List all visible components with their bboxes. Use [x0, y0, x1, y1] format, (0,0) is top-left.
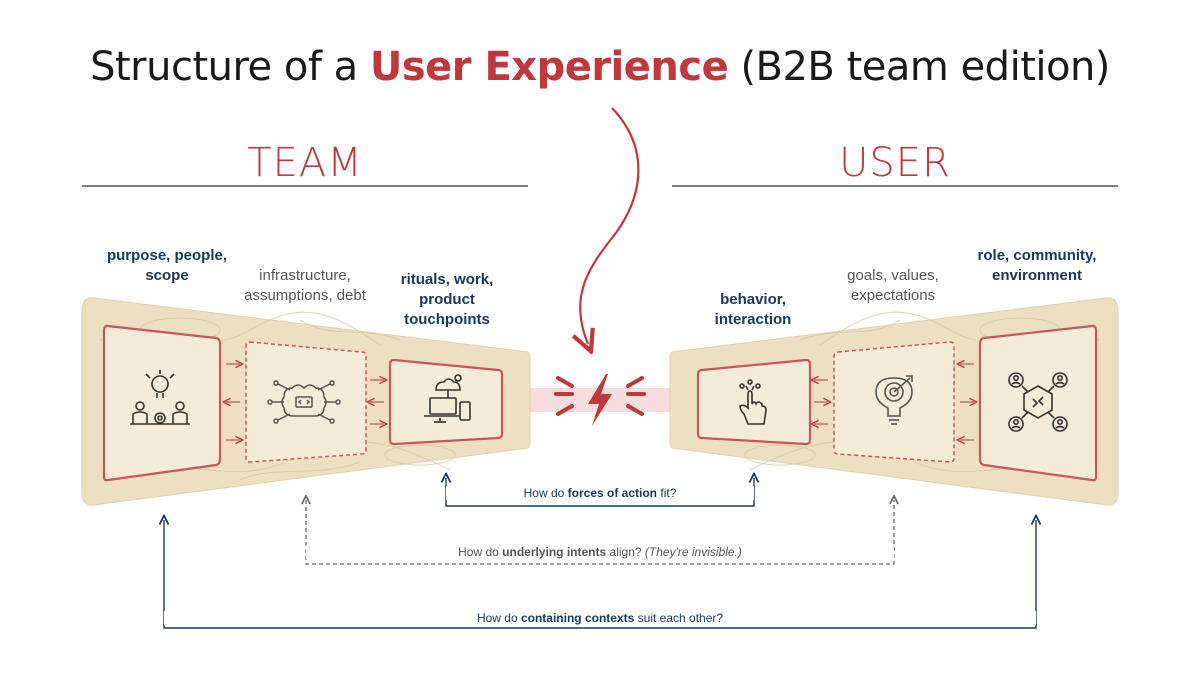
question-contexts-post: suit each other? — [637, 611, 724, 625]
question-forces-post: fit? — [660, 486, 677, 500]
team-funnel — [81, 297, 531, 506]
question-forces-pre: How do — [523, 486, 565, 500]
user-layer-1-label: behavior, interaction — [714, 291, 792, 328]
title-prefix: Structure of a — [90, 44, 358, 90]
contexts-bracket — [164, 520, 1036, 629]
devices-cloud-icon — [424, 374, 471, 423]
title-highlight: User Experience — [369, 44, 729, 90]
ideation-team-icon — [130, 370, 190, 425]
question-forces-bold: forces of action — [567, 486, 658, 500]
question-contexts: How do containing contexts suit each oth… — [164, 611, 1036, 625]
team-layer-2-label: infrastructure, assumptions, debt — [244, 267, 366, 304]
question-intents: How do underlying intents align? (They'r… — [306, 545, 894, 559]
team-layer-1-label: purpose, people, scope — [106, 247, 227, 284]
team-layer-rituals — [388, 358, 504, 446]
touch-gesture-icon — [739, 379, 767, 425]
user-layer-3-label: role, community, environment — [977, 247, 1097, 284]
team-heading: TEAM — [247, 140, 363, 186]
user-layer-2-label: goals, values, expectations — [847, 267, 939, 304]
team-layer-3-label: rituals, work, product touchpoints — [400, 271, 494, 328]
question-intents-bold: underlying intents — [502, 545, 607, 559]
brain-code-icon — [267, 380, 341, 424]
page-title: Structure of a User Experience (B2B team… — [0, 44, 1200, 90]
bulb-target-icon — [875, 375, 913, 425]
title-suffix: (B2B team edition) — [740, 44, 1110, 90]
lightning-spark-icon — [554, 374, 646, 426]
question-intents-post: align? — [609, 545, 642, 559]
title-arrow — [580, 107, 640, 344]
question-forces: How do forces of action fit? — [446, 486, 754, 500]
question-intents-pre: How do — [458, 545, 499, 559]
user-heading: USER — [839, 140, 951, 186]
team-layer-purpose — [102, 324, 222, 482]
user-layer-goals — [833, 341, 955, 463]
question-contexts-pre: How do — [476, 611, 518, 625]
intents-bracket — [306, 500, 894, 565]
question-contexts-bold: containing contexts — [520, 611, 635, 625]
question-intents-note: (They're invisible.) — [644, 545, 742, 559]
team-layer-infrastructure — [245, 341, 367, 463]
network-people-icon — [1008, 372, 1068, 432]
